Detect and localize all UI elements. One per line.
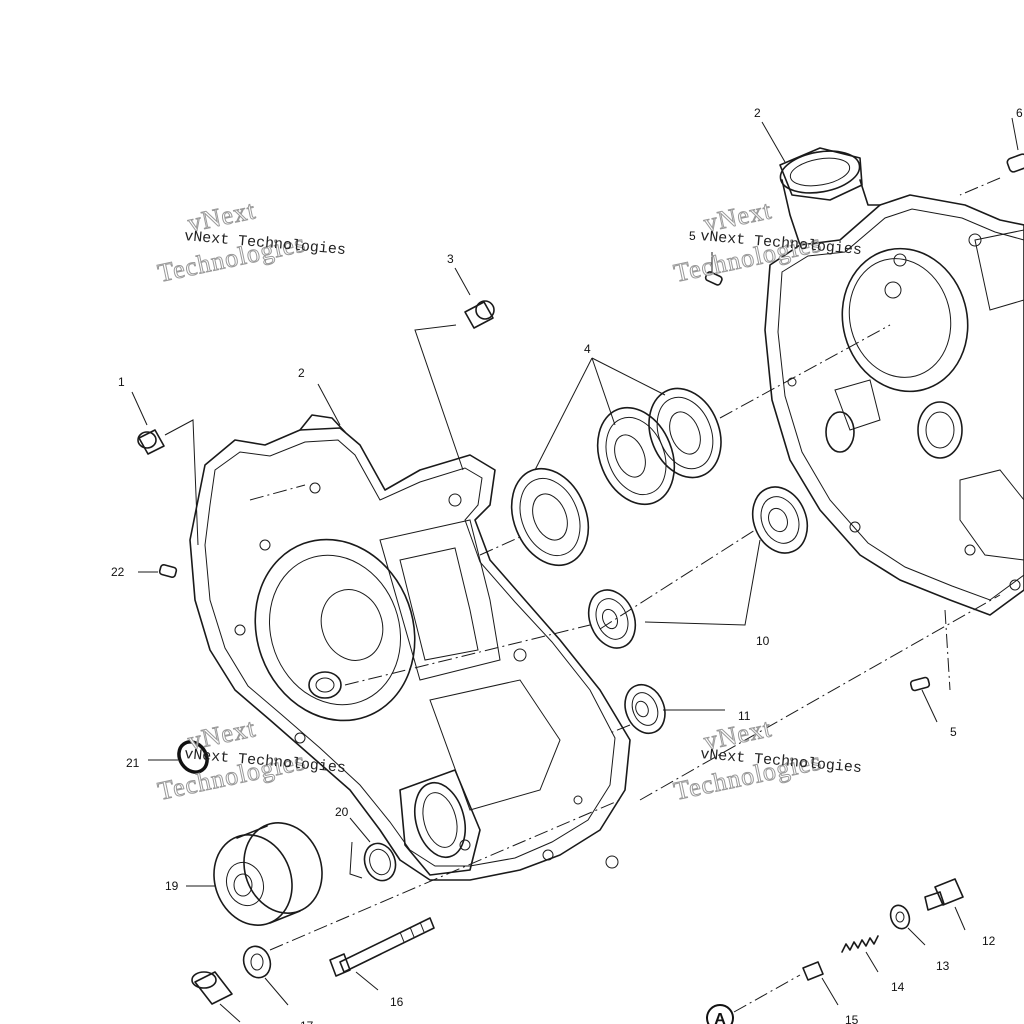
- callout-labels: 1 2 2 3 4 5 5 6 10 11 12 13 14 15 16 17 …: [111, 106, 1023, 1024]
- center-lines: [249, 177, 1001, 1013]
- callout-20: 20: [335, 805, 349, 819]
- watermark-top-left: vNext Technologies vNext Technologies: [155, 195, 347, 289]
- part-11-bearing: [624, 683, 666, 735]
- callout-15: 15: [845, 1013, 859, 1024]
- callout-2-left: 2: [298, 366, 305, 380]
- callout-1: 1: [118, 375, 125, 389]
- callout-17: 17: [300, 1019, 314, 1024]
- callout-11: 11: [738, 709, 751, 723]
- callout-3: 3: [447, 252, 454, 266]
- callout-10: 10: [756, 634, 770, 648]
- callout-19: 19: [165, 879, 179, 893]
- watermark-top-right: vNext Technologies vNext Technologies: [671, 195, 863, 289]
- watermark-bottom-left: vNext Technologies vNext Technologies: [155, 713, 347, 807]
- callout-6: 6: [1016, 106, 1023, 120]
- part-1-dowel: [137, 429, 165, 455]
- part-13-washer: [889, 904, 911, 930]
- callout-5-upper: 5: [689, 229, 696, 243]
- callout-5-lower: 5: [950, 725, 957, 739]
- callout-21: 21: [126, 756, 140, 770]
- callout-2-right: 2: [754, 106, 761, 120]
- reference-marker-label: A: [714, 1011, 726, 1024]
- part-6-plug: [1006, 153, 1024, 173]
- part-10-bearings: [587, 486, 809, 649]
- part-4-bearings: [510, 387, 722, 567]
- part-22-pin: [158, 563, 178, 579]
- part-14-spring: [841, 935, 879, 953]
- part-washer: [242, 945, 272, 979]
- part-16-long-bolt: [329, 917, 435, 977]
- part-20-seal: [363, 842, 397, 882]
- part-21-o-ring: [177, 740, 209, 774]
- part-17-drain-plug: [191, 971, 233, 1005]
- callout-13: 13: [936, 959, 950, 973]
- part-15-pin: [802, 961, 824, 981]
- callout-4: 4: [584, 342, 591, 356]
- part-19-pulley: [213, 822, 323, 926]
- part-12-bolt: [924, 878, 964, 911]
- callout-22: 22: [111, 565, 125, 579]
- part-5-pin-upper: [704, 271, 723, 286]
- watermark-bottom-right: vNext Technologies vNext Technologies: [671, 713, 863, 807]
- part-3-sleeve: [464, 300, 495, 329]
- callout-14: 14: [891, 980, 905, 994]
- leader-lines: [131, 117, 1019, 1023]
- right-crankcase: [764, 147, 1024, 616]
- reference-marker-a: A: [706, 1004, 734, 1024]
- part-5-pin-lower: [909, 676, 931, 692]
- callout-16: 16: [390, 995, 404, 1009]
- callout-12: 12: [982, 934, 996, 948]
- left-crankcase: [189, 414, 631, 881]
